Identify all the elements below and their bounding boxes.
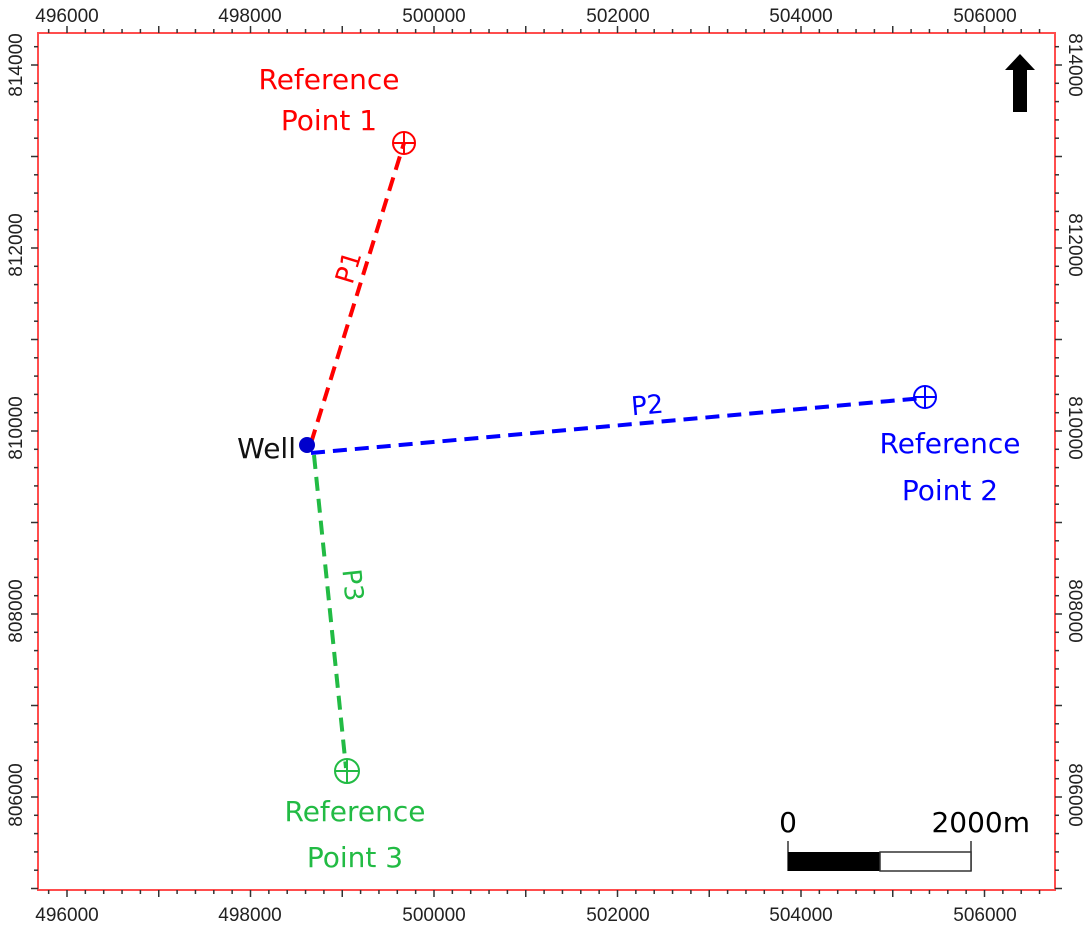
x-tick-label: 502000 bbox=[586, 905, 649, 926]
y-tick-label: 806000 bbox=[1064, 763, 1085, 826]
y-axis-right-labels: 814000 812000 810000 808000 806000 bbox=[1064, 33, 1085, 826]
profile-line-p2 bbox=[310, 396, 924, 455]
y-tick-label: 810000 bbox=[1064, 396, 1085, 459]
reference-point-3-label-line2: Point 3 bbox=[307, 841, 403, 874]
y-tick-label: 812000 bbox=[1064, 213, 1085, 276]
axis-ticks bbox=[31, 26, 1062, 897]
y-axis-left-labels: 814000 812000 810000 808000 806000 bbox=[6, 33, 27, 826]
x-tick-label: 496000 bbox=[35, 6, 98, 27]
x-tick-label: 506000 bbox=[953, 6, 1016, 27]
reference-point-2-label-line2: Point 2 bbox=[902, 474, 998, 507]
scale-bar: 0 2000m bbox=[779, 806, 1030, 872]
well-label: Well bbox=[237, 432, 296, 465]
profile-label-p3: P3 bbox=[335, 568, 368, 603]
x-tick-label: 504000 bbox=[769, 6, 832, 27]
y-tick-label: 812000 bbox=[6, 213, 27, 276]
map-frame bbox=[37, 32, 1056, 891]
x-tick-label: 496000 bbox=[35, 905, 98, 926]
reference-point-1-label-line2: Point 1 bbox=[281, 104, 377, 137]
x-tick-label: 500000 bbox=[402, 6, 465, 27]
well-marker-icon bbox=[299, 437, 315, 453]
reference-point-3-label-line1: Reference bbox=[285, 795, 426, 828]
y-tick-label: 814000 bbox=[6, 33, 27, 96]
profile-label-p2: P2 bbox=[630, 390, 665, 423]
y-tick-label: 810000 bbox=[6, 396, 27, 459]
x-tick-label: 498000 bbox=[218, 6, 281, 27]
reference-point-2-marker bbox=[913, 385, 937, 409]
y-tick-label: 808000 bbox=[6, 579, 27, 642]
y-tick-label: 806000 bbox=[6, 763, 27, 826]
scale-bar-start-label: 0 bbox=[779, 806, 797, 839]
profile-line-p3 bbox=[312, 454, 348, 769]
x-tick-label: 506000 bbox=[953, 905, 1016, 926]
x-axis-bottom-labels: 496000 498000 500000 502000 504000 50600… bbox=[35, 905, 1016, 926]
y-tick-label: 814000 bbox=[1064, 33, 1085, 96]
profile-line-p1 bbox=[309, 142, 406, 444]
scale-bar-filled-segment bbox=[788, 852, 880, 871]
scale-bar-empty-segment bbox=[879, 851, 972, 872]
north-arrow-icon bbox=[1005, 54, 1035, 112]
reference-point-3-marker bbox=[334, 758, 360, 784]
x-tick-label: 502000 bbox=[586, 6, 649, 27]
x-tick-label: 498000 bbox=[218, 905, 281, 926]
reference-point-1-marker bbox=[392, 131, 416, 155]
scale-bar-end-label: 2000m bbox=[931, 806, 1030, 839]
y-tick-label: 808000 bbox=[1064, 579, 1085, 642]
x-tick-label: 500000 bbox=[402, 905, 465, 926]
x-axis-top-labels: 496000 498000 500000 502000 504000 50600… bbox=[35, 6, 1016, 27]
x-tick-label: 504000 bbox=[769, 905, 832, 926]
reference-point-1-label-line1: Reference bbox=[259, 63, 400, 96]
reference-point-2-label-line1: Reference bbox=[880, 427, 1021, 460]
